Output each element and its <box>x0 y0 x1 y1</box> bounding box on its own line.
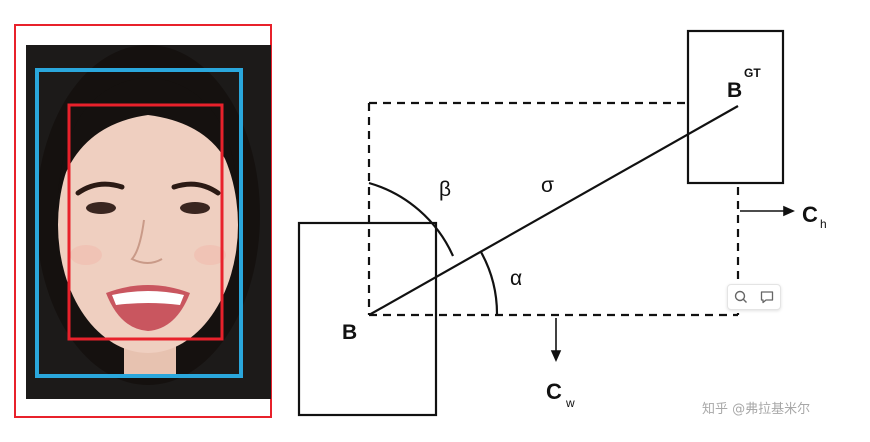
outer-red-frame <box>14 24 272 418</box>
label-cw: C <box>546 379 562 404</box>
label-beta: β <box>439 178 451 201</box>
label-ch: C <box>802 202 818 227</box>
cw-arrow <box>550 318 562 362</box>
face-photo <box>26 45 271 399</box>
watermark: 知乎 @弗拉基米尔 <box>702 402 811 417</box>
label-ground-truth-box: B <box>727 79 742 102</box>
predicted-box <box>297 221 438 417</box>
label-cw-sub: w <box>565 396 575 410</box>
beta-arc <box>368 181 455 257</box>
label-ground-truth-sup: GT <box>744 66 761 80</box>
center-distance-line <box>368 105 739 316</box>
label-alpha: α <box>510 267 522 290</box>
label-ch-sub: h <box>820 217 827 231</box>
ch-arrow <box>740 205 795 217</box>
comment-icon[interactable] <box>759 289 775 305</box>
label-sigma: σ <box>541 174 554 197</box>
floating-toolbar <box>727 284 781 310</box>
label-predicted-box: B <box>342 321 357 344</box>
search-icon[interactable] <box>733 289 749 305</box>
face-illustration <box>35 45 260 385</box>
alpha-arc <box>480 251 499 316</box>
